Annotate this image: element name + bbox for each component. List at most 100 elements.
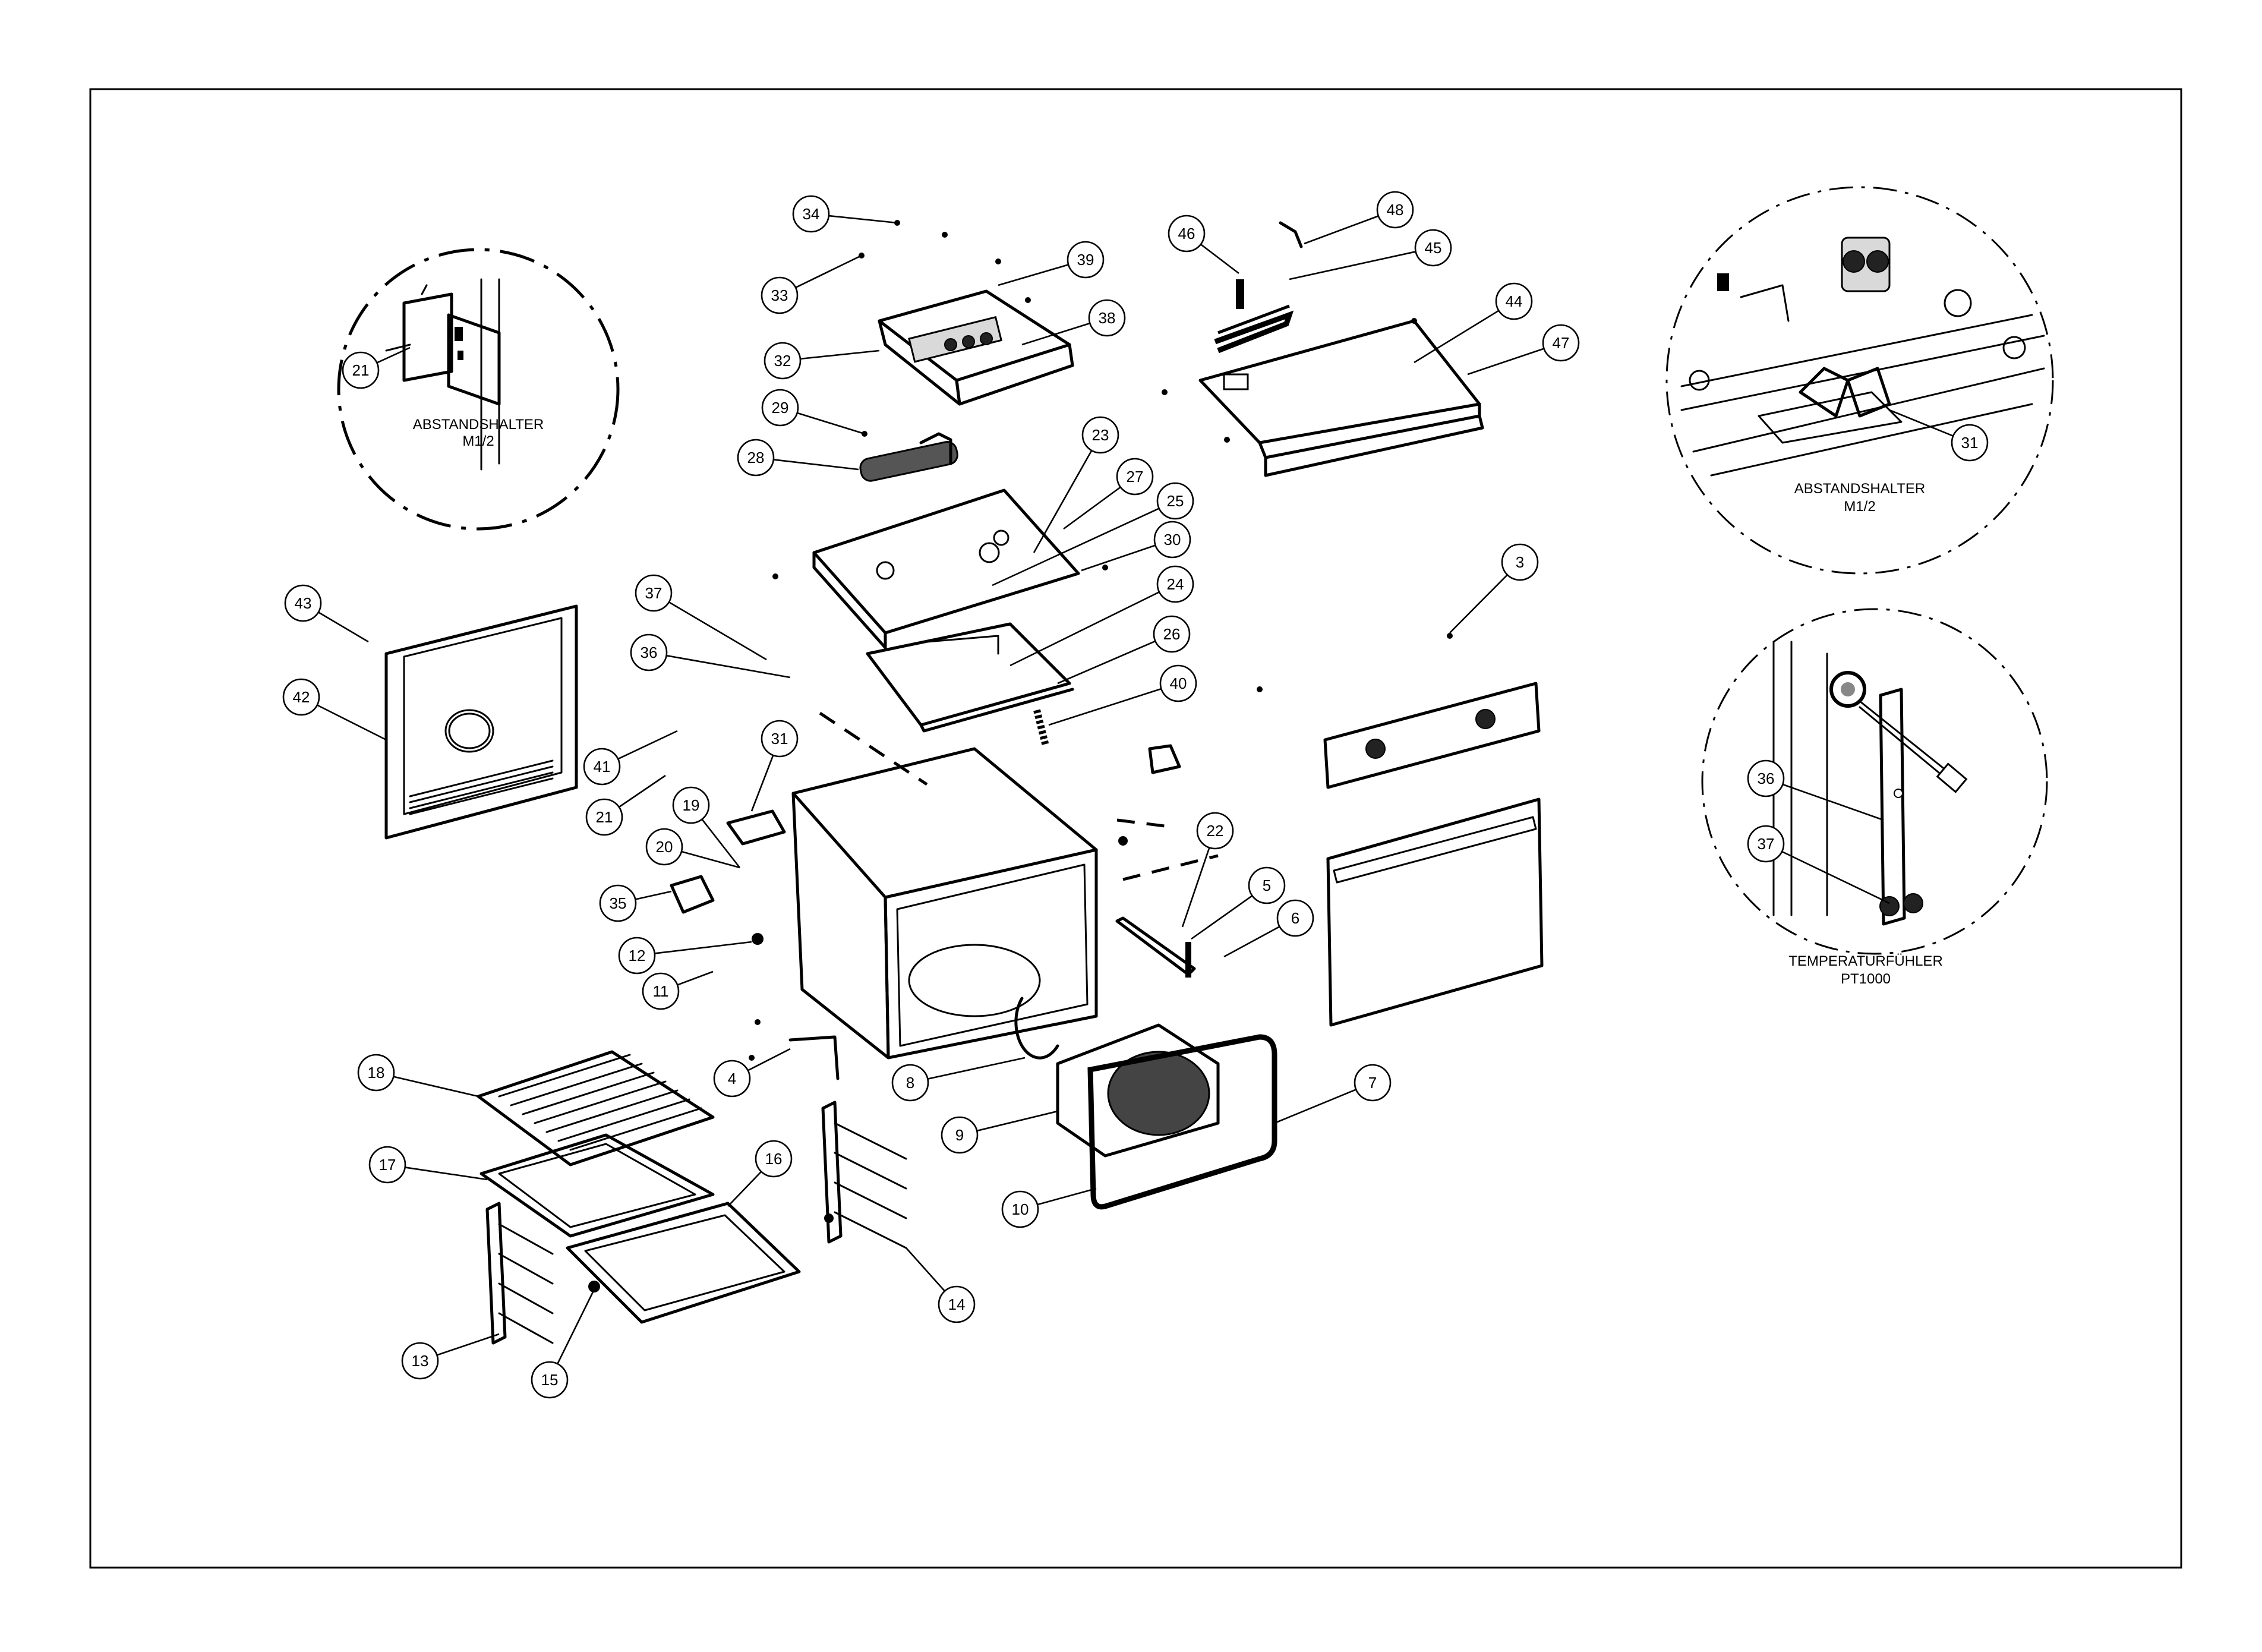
callout-number: 41 (594, 758, 611, 775)
callout-leader-line (666, 654, 791, 679)
callout-bubble (764, 342, 802, 380)
callout-number: 24 (1167, 575, 1184, 593)
callout-bubble (1168, 215, 1206, 253)
callout-42: 42 (282, 678, 387, 741)
callout-bubble (1196, 812, 1234, 850)
callout-24: 24 (1009, 565, 1194, 667)
callout-leader-line (1191, 895, 1253, 940)
callout-bubble (1156, 482, 1194, 520)
callout-number: 20 (656, 838, 673, 856)
callout-leader-line (619, 774, 666, 808)
part-oven-cavity (791, 747, 1098, 1060)
callout-4: 4 (713, 1048, 791, 1098)
callout-bubble (585, 798, 623, 836)
callout-21: 21 (342, 346, 411, 389)
callout-number: 29 (772, 399, 789, 417)
callout-number: 9 (955, 1126, 964, 1144)
callout-leader-line (1781, 850, 1890, 904)
callout-7: 7 (1274, 1064, 1392, 1124)
callout-bubble (1067, 241, 1105, 279)
callout-number: 18 (368, 1064, 385, 1082)
callout-27: 27 (1063, 458, 1154, 530)
part-control-electronics (878, 289, 1074, 406)
callout-number: 45 (1425, 239, 1442, 257)
callout-leader-line (1063, 486, 1121, 530)
callout-leader-line (927, 1057, 1026, 1080)
callout-32: 32 (764, 342, 880, 380)
callout-43: 43 (284, 584, 369, 643)
callout-number: 42 (293, 688, 310, 706)
callout-number: 10 (1012, 1200, 1029, 1218)
callout-bubble (1153, 521, 1191, 559)
callout-36: 36 (630, 633, 791, 679)
callout-leader-line (318, 611, 369, 643)
callout-number: 47 (1553, 334, 1570, 352)
callout-bubble (342, 351, 380, 389)
alignment-lines (819, 711, 1219, 881)
callout-35: 35 (599, 884, 672, 922)
callout-18: 18 (357, 1054, 479, 1098)
callout-number: 46 (1178, 225, 1195, 242)
callout-leader-line (797, 412, 865, 435)
callout-leader-line (405, 1167, 488, 1181)
callout-bubble (941, 1116, 979, 1154)
callout-number: 23 (1092, 426, 1109, 444)
callout-leader-line (635, 890, 672, 900)
callout-bubble (1156, 565, 1194, 603)
part-lamp-35 (670, 875, 715, 914)
callout-bubble (1248, 866, 1286, 904)
callout-leader-line (1009, 591, 1160, 667)
callout-46: 46 (1168, 215, 1239, 275)
callout-number: 33 (771, 286, 788, 304)
callout-5: 5 (1191, 866, 1286, 940)
callout-bubble (1542, 324, 1580, 362)
callout-leader-line (317, 704, 387, 741)
callout-44: 44 (1414, 282, 1533, 364)
callout-19: 19 (672, 786, 741, 868)
part-callouts: 3456789101112131415161718192021212223242… (282, 191, 1989, 1399)
callout-16: 16 (727, 1140, 793, 1207)
callout-number: 26 (1163, 625, 1181, 643)
callout-bubble (1747, 825, 1785, 863)
callout-41: 41 (583, 730, 678, 786)
callout-leader-line (1467, 348, 1544, 376)
callout-bubble (1495, 282, 1533, 320)
callout-number: 35 (610, 894, 627, 912)
callout-leader-line (747, 1048, 791, 1071)
callout-number: 25 (1167, 492, 1184, 510)
callout-bubble (1159, 664, 1197, 702)
callout-bubble (583, 748, 621, 786)
inset-spacer-right: ABSTANDSHALTER M1/2 (1665, 186, 2054, 575)
callout-number: 5 (1263, 877, 1271, 894)
callout-number: 21 (596, 808, 613, 826)
callout-bubble (1747, 759, 1785, 797)
callout-leader-line (1081, 544, 1156, 572)
callout-number: 31 (1961, 434, 1979, 452)
callout-leader-line (800, 349, 880, 360)
callout-21: 21 (585, 774, 666, 836)
callout-bubble (737, 439, 775, 477)
inset-spacer-left: ABSTANDSHALTER M1/2 (337, 248, 620, 531)
part-top-plate (812, 488, 1080, 650)
callout-8: 8 (891, 1057, 1026, 1102)
part-bracket-4 (788, 1035, 840, 1080)
callout-leader-line (701, 818, 741, 868)
part-back-panel (384, 604, 578, 840)
callout-39: 39 (998, 241, 1105, 286)
callout-leader-line (1057, 640, 1156, 685)
callout-number: 11 (653, 982, 669, 1000)
callout-number: 27 (1127, 468, 1144, 485)
callout-leader-line (998, 264, 1069, 286)
callout-40: 40 (1048, 664, 1197, 726)
callout-leader-line (976, 1110, 1058, 1132)
callout-leader-line (393, 1076, 479, 1098)
callout-number: 28 (747, 449, 765, 466)
drawing-frame (89, 88, 2182, 1569)
callout-bubble (1951, 424, 1989, 462)
part-shelf-rail-left (485, 1202, 554, 1345)
callout-36: 36 (1747, 759, 1884, 821)
callout-bubble (761, 276, 799, 314)
screws (588, 220, 1453, 1292)
inset-left-caption-line2: M1/2 (462, 433, 494, 449)
